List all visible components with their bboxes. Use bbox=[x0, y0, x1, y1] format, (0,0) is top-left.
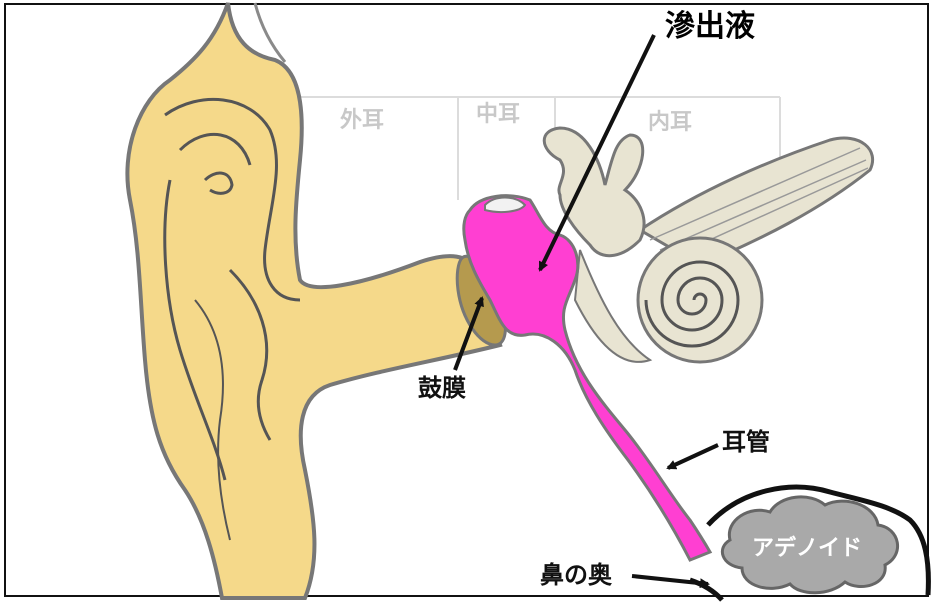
nasopharynx-label: 鼻の奥 bbox=[540, 563, 612, 587]
eustachian-tube-arrow bbox=[668, 445, 718, 468]
ossicle-tips bbox=[485, 198, 525, 213]
adenoid-label: アデノイド bbox=[752, 538, 862, 560]
effusion-label: 滲出液 bbox=[665, 12, 755, 42]
auricle-shape bbox=[127, 3, 500, 598]
inner-ear-label: 内耳 bbox=[648, 112, 692, 134]
outer-ear-label: 外耳 bbox=[340, 110, 384, 132]
middle-ear-label: 中耳 bbox=[476, 104, 520, 126]
eustachian-tube-label: 耳管 bbox=[722, 430, 770, 454]
eardrum-label: 鼓膜 bbox=[418, 376, 466, 400]
